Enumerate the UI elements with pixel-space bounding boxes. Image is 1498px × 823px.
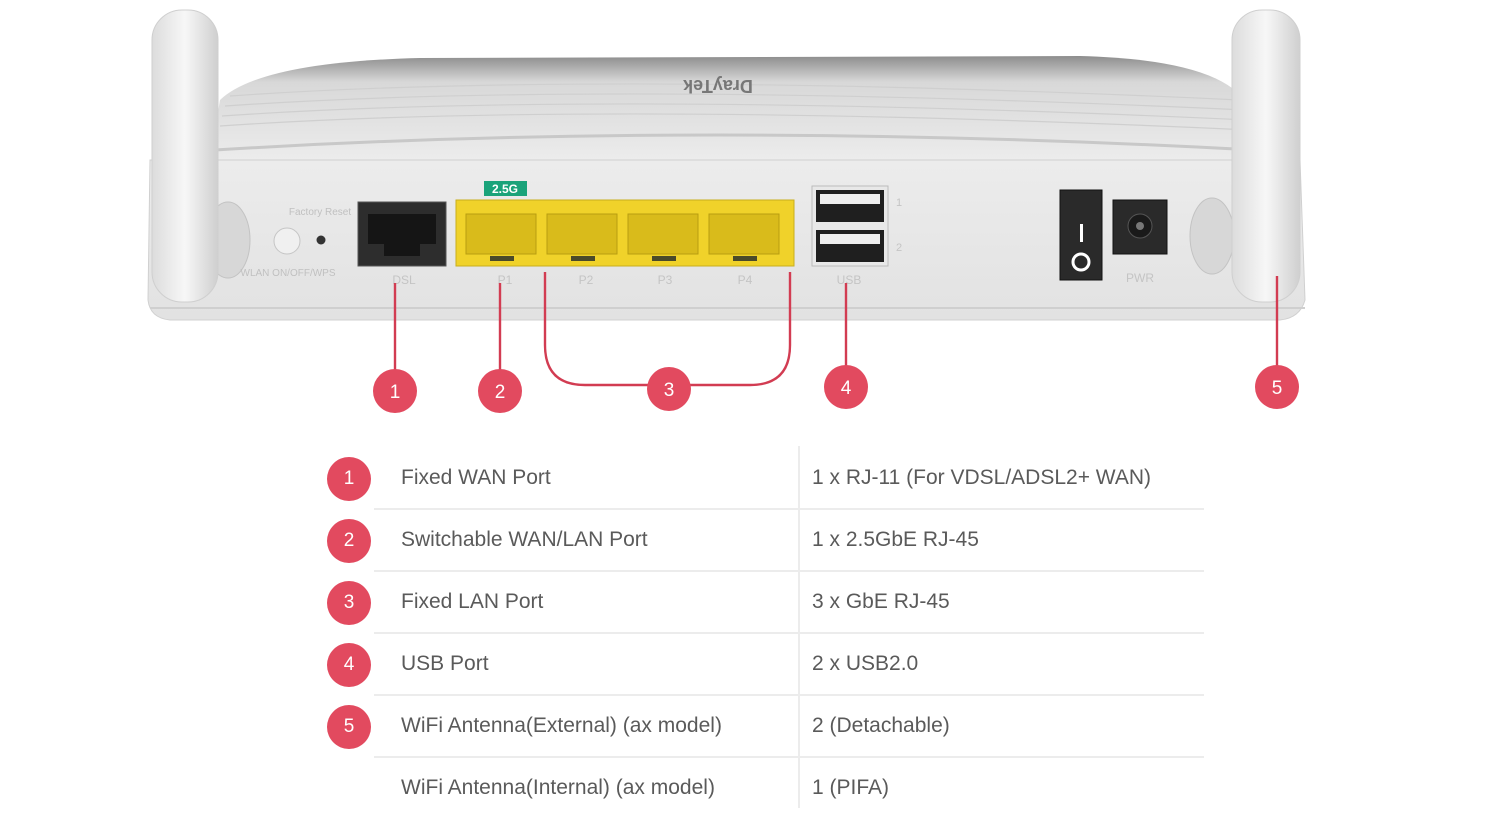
row-divider (374, 508, 1204, 510)
spec-row: 1 Fixed WAN Port 1 x RJ-11 (For VDSL/ADS… (322, 448, 1212, 510)
p2-label: P2 (579, 273, 594, 287)
speed-badge (484, 181, 527, 196)
row-divider (374, 570, 1204, 572)
spec-row: WiFi Antenna(Internal) (ax model) 1 (PIF… (322, 758, 1212, 820)
value-cell: 1 x 2.5GbE RJ-45 (812, 528, 979, 551)
spec-row: 4 USB Port 2 x USB2.0 (322, 634, 1212, 696)
svg-text:2: 2 (495, 382, 506, 403)
row-number-badge: 4 (327, 643, 371, 687)
row-number-badge: 3 (327, 581, 371, 625)
row-divider (374, 756, 1204, 758)
p1-label: P1 (498, 273, 513, 287)
usb-2-label: 2 (896, 242, 902, 254)
usb-ports (811, 185, 889, 267)
callout-2: 2 (478, 369, 522, 413)
row-divider (374, 694, 1204, 696)
feature-cell: Fixed WAN Port (401, 466, 551, 489)
dsl-label: DSL (392, 273, 416, 287)
spec-row: 2 Switchable WAN/LAN Port 1 x 2.5GbE RJ-… (322, 510, 1212, 572)
p3-label: P3 (658, 273, 673, 287)
row-number-badge: 2 (327, 519, 371, 563)
value-cell: 2 (Detachable) (812, 714, 950, 737)
lan-port-block (455, 199, 795, 267)
value-cell: 2 x USB2.0 (812, 652, 919, 675)
speed-badge-label: 2.5G (492, 182, 518, 196)
svg-text:5: 5 (1272, 378, 1283, 399)
callout-5: 5 (1255, 365, 1299, 409)
feature-cell: WiFi Antenna(External) (ax model) (401, 714, 722, 737)
p4-label: P4 (738, 273, 753, 287)
value-cell: 1 (PIFA) (812, 776, 890, 799)
feature-cell: WiFi Antenna(Internal) (ax model) (401, 776, 715, 799)
feature-cell: Switchable WAN/LAN Port (401, 528, 648, 551)
column-divider (798, 446, 800, 808)
factory-reset-hole[interactable] (316, 235, 326, 245)
wlan-wps-button[interactable] (273, 227, 301, 255)
power-jack (1112, 199, 1168, 255)
callout-3: 3 (647, 367, 691, 411)
feature-cell: Fixed LAN Port (401, 590, 544, 613)
antenna-right (1189, 9, 1301, 303)
usb-1-label: 1 (896, 197, 902, 209)
pwr-label: PWR (1126, 271, 1154, 285)
callout-4: 4 (824, 365, 868, 409)
value-cell: 1 x RJ-11 (For VDSL/ADSL2+ WAN) (812, 466, 1152, 489)
callout-1: 1 (373, 369, 417, 413)
power-switch[interactable] (1059, 189, 1103, 281)
svg-text:3: 3 (664, 380, 675, 401)
antenna-left (151, 9, 251, 303)
factory-reset-label: Factory Reset (289, 207, 351, 218)
wlan-button-label: WLAN ON/OFF/WPS (241, 268, 336, 279)
brand-logo: DrayTek (682, 76, 753, 96)
svg-text:4: 4 (841, 378, 852, 399)
dsl-port (357, 201, 447, 267)
feature-cell: USB Port (401, 652, 489, 675)
row-number-badge: 1 (327, 457, 371, 501)
svg-text:1: 1 (390, 382, 401, 403)
spec-row: 3 Fixed LAN Port 3 x GbE RJ-45 (322, 572, 1212, 634)
value-cell: 3 x GbE RJ-45 (812, 590, 950, 613)
spec-row: 5 WiFi Antenna(External) (ax model) 2 (D… (322, 696, 1212, 758)
row-number-badge: 5 (327, 705, 371, 749)
usb-label: USB (837, 273, 862, 287)
row-divider (374, 632, 1204, 634)
